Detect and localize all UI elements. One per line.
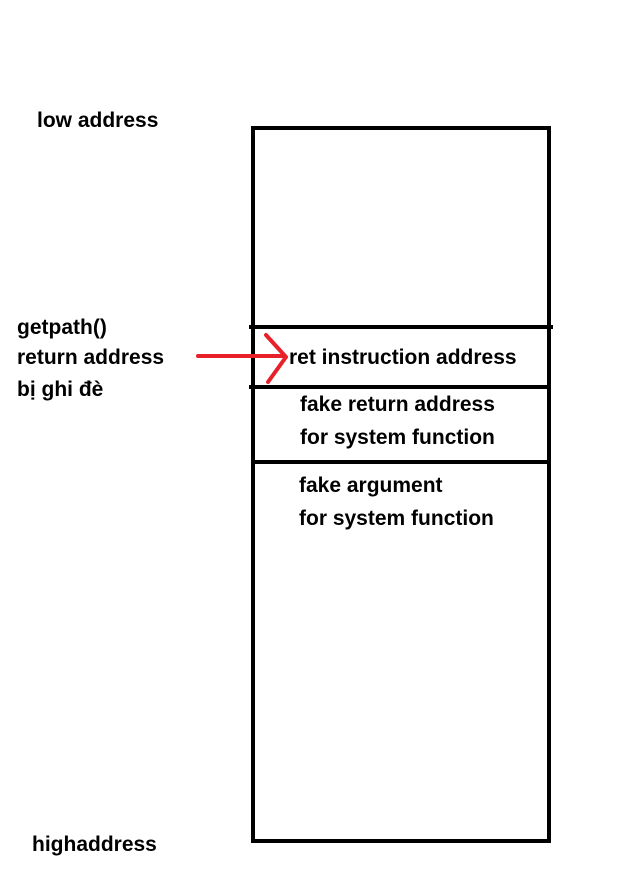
stack-frame <box>251 126 551 843</box>
high-address-label: highaddress <box>32 833 157 856</box>
slot-fake-argument-line2: for system function <box>299 507 494 530</box>
slot-fake-return-line2: for system function <box>300 426 495 449</box>
overwrite-note-line1: getpath() <box>17 316 107 339</box>
low-address-label: low address <box>37 109 159 132</box>
slot-ret-instruction: ret instruction address <box>289 346 517 369</box>
slot-fake-return-line1: fake return address <box>300 393 495 416</box>
overwrite-note-line3: bị ghi đè <box>17 378 104 401</box>
overwrite-note-line2: return address <box>17 346 165 369</box>
slot-fake-argument-line1: fake argument <box>299 474 443 497</box>
right-arrow-icon <box>196 333 288 384</box>
